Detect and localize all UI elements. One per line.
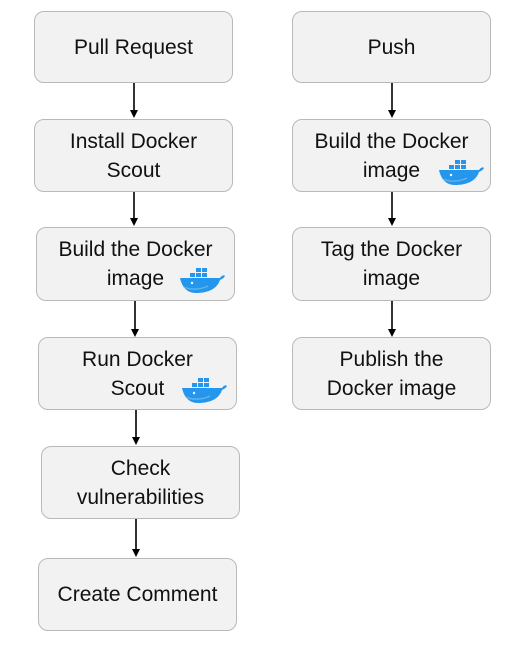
- step-install-docker-scout: Install Docker Scout: [34, 119, 233, 192]
- step-label-line-2: Scout: [110, 376, 165, 400]
- step-label: Publish the Docker image: [293, 345, 490, 403]
- docker-whale-icon: [439, 160, 484, 185]
- step-run-docker-scout: Run Docker Scout: [38, 337, 237, 410]
- step-publish-docker-image: Publish the Docker image: [292, 337, 491, 410]
- step-label-line-2: image: [106, 267, 165, 290]
- step-label: Run Docker Scout: [39, 345, 236, 403]
- step-label-line-2: vulnerabilities: [76, 485, 205, 509]
- step-tag-docker-image: Tag the Docker image: [292, 227, 491, 301]
- step-label: Pull Request: [73, 35, 194, 59]
- step-label-line-1: Tag the Docker: [320, 238, 463, 261]
- step-label: Build the Docker image: [293, 127, 490, 185]
- step-push: Push: [292, 11, 491, 83]
- step-label-line-1: Run Docker: [82, 347, 193, 371]
- step-label: Build the Docker image: [37, 235, 234, 293]
- step-label-line-1: Check: [110, 456, 171, 480]
- docker-whale-icon: [180, 268, 225, 293]
- step-check-vulnerabilities: Check vulnerabilities: [41, 446, 240, 519]
- step-label: Tag the Docker image: [293, 235, 490, 293]
- step-label-line-2: Docker image: [326, 376, 457, 400]
- step-label: Check vulnerabilities: [42, 454, 239, 512]
- step-label: Install Docker Scout: [35, 127, 232, 185]
- step-label-line-1: Publish the: [339, 347, 444, 371]
- step-label-line-1: Install Docker: [69, 129, 198, 153]
- step-label: Create Comment: [57, 583, 218, 606]
- step-pull-request: Pull Request: [34, 11, 233, 83]
- step-create-comment: Create Comment: [38, 558, 237, 631]
- step-label-line-1: Build the Docker: [314, 129, 469, 153]
- step-build-docker-image: Build the Docker image: [36, 227, 235, 301]
- docker-whale-icon: [182, 378, 227, 403]
- step-label-line-2: image: [362, 267, 421, 290]
- step-label: Push: [367, 35, 416, 59]
- step-label-line-2: image: [362, 158, 421, 182]
- step-label-line-1: Build the Docker: [58, 238, 213, 261]
- step-label-line-2: Scout: [106, 158, 161, 182]
